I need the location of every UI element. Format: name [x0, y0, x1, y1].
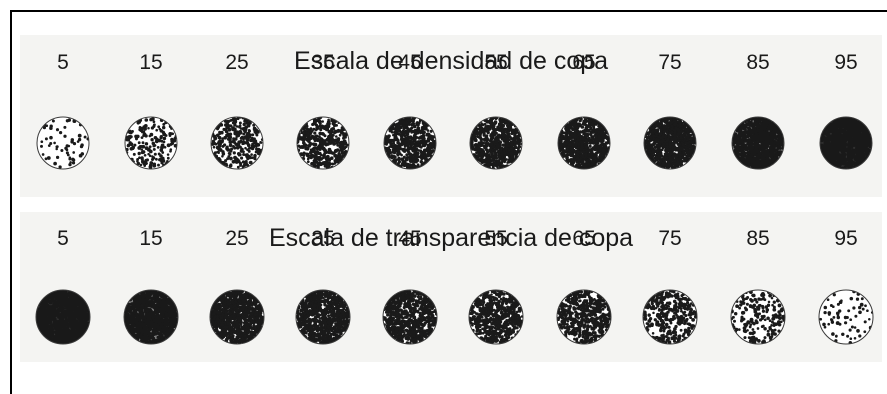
density-scale-title: Escala de densidad de copa	[293, 47, 609, 75]
transparency-value-label: 65	[572, 227, 596, 250]
density-crown-circle	[124, 116, 178, 170]
transparency-crown-circle	[818, 289, 874, 345]
density-scale-panel: Escala de densidad de copa 5 15 25 35 45 55 65…	[20, 35, 882, 197]
density-crown-circle	[36, 116, 90, 170]
density-crown-circle	[643, 116, 697, 170]
density-crown-circle	[819, 116, 873, 170]
density-circles	[36, 116, 873, 170]
density-value-label: 65	[572, 51, 596, 74]
transparency-crown-circle	[468, 289, 524, 345]
transparency-crown-circle	[382, 289, 438, 345]
transparency-crown-circle	[642, 289, 698, 345]
transparency-value-label: 85	[746, 227, 770, 250]
transparency-value-label: 95	[834, 227, 858, 250]
density-crown-circle	[210, 116, 264, 170]
density-value-label: 95	[834, 51, 858, 74]
density-value-label: 55	[484, 51, 508, 74]
transparency-crown-circle	[209, 289, 265, 345]
transparency-value-label: 15	[139, 227, 163, 250]
transparency-crown-circle	[123, 289, 179, 345]
transparency-scale-title: Escala de transparencia de copa	[268, 224, 634, 252]
transparency-value-label: 25	[225, 227, 249, 250]
density-value-label: 75	[658, 51, 682, 74]
transparency-value-label: 5	[57, 227, 69, 250]
density-value-label: 35	[311, 51, 335, 74]
density-crown-circle	[296, 116, 350, 170]
transparency-scale-panel: Escala de transparencia de copa 5 15 25 35 4…	[20, 212, 882, 362]
transparency-crown-circle	[730, 289, 786, 345]
transparency-value-label: 75	[658, 227, 682, 250]
transparency-crown-circle	[556, 289, 612, 345]
density-value-label: 85	[746, 51, 770, 74]
transparency-circles	[35, 289, 874, 345]
transparency-value-label: 45	[398, 227, 422, 250]
density-crown-circle	[469, 116, 523, 170]
density-crown-circle	[383, 116, 437, 170]
density-crown-circle	[731, 116, 785, 170]
transparency-crown-circle	[35, 289, 91, 345]
density-value-label: 5	[57, 51, 69, 74]
density-crown-circle	[557, 116, 611, 170]
density-value-label: 45	[398, 51, 422, 74]
transparency-crown-circle	[295, 289, 351, 345]
transparency-value-label: 55	[484, 227, 508, 250]
transparency-value-label: 35	[311, 227, 335, 250]
density-value-label: 25	[225, 51, 249, 74]
density-value-label: 15	[139, 51, 163, 74]
